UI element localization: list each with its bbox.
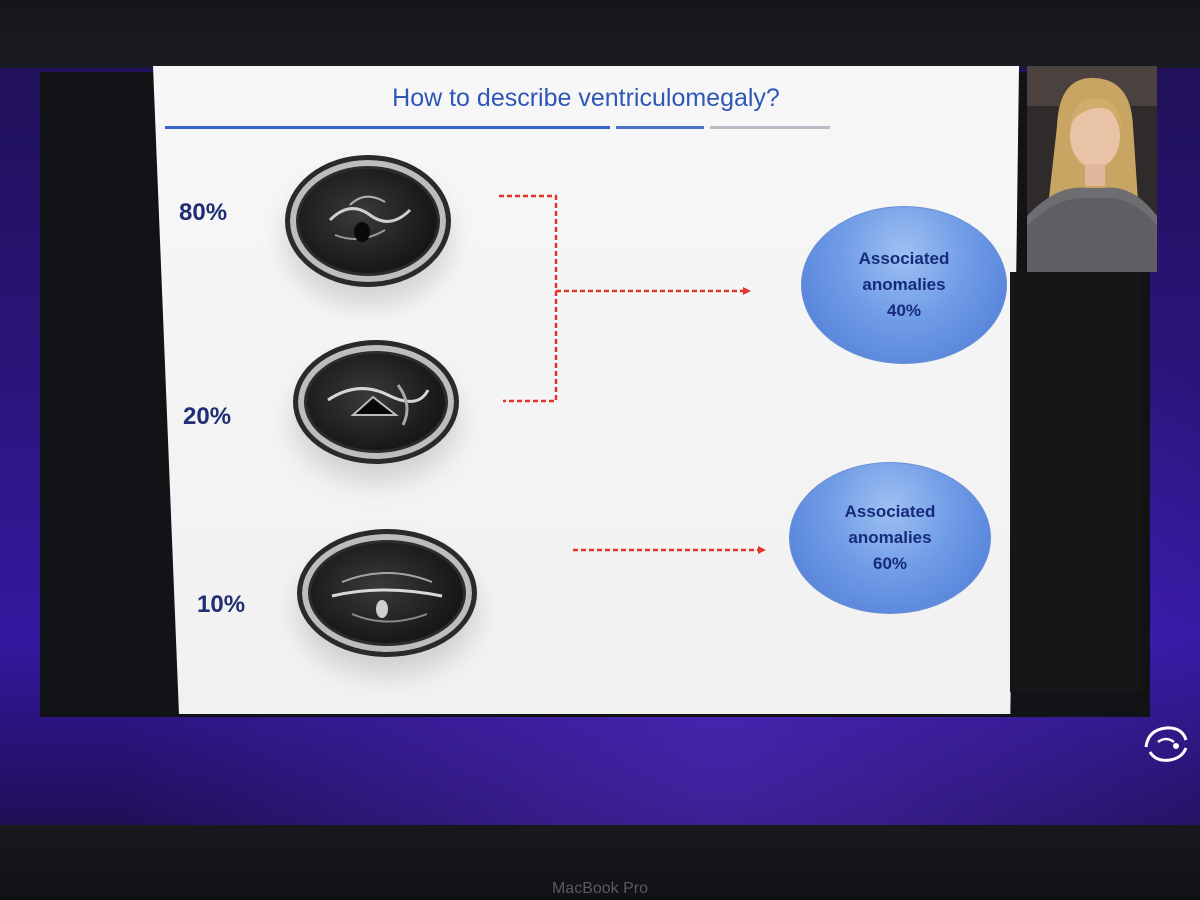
ultrasound-image-2 bbox=[293, 340, 459, 464]
bubble-60-line2: anomalies bbox=[848, 528, 932, 547]
bubble-40-line3: 40% bbox=[886, 301, 922, 320]
bubble-40-line2: anomalies bbox=[862, 275, 946, 294]
device-brand-label: MacBook Pro bbox=[551, 880, 649, 897]
anomalies-bubble-40: Associated anomalies 40% bbox=[801, 206, 1007, 364]
anomalies-bubble-60: Associated anomalies 60% bbox=[789, 462, 991, 614]
bubble-60-line1: Associated bbox=[844, 502, 936, 521]
laptop-bezel-top bbox=[0, 0, 1200, 70]
ultrasound-scan-icon bbox=[327, 384, 430, 426]
connector-arrows bbox=[499, 194, 766, 554]
percent-label-10: 10% bbox=[197, 591, 246, 618]
bracket-connector bbox=[499, 194, 558, 403]
title-underline-3 bbox=[710, 126, 830, 129]
title-underline-1 bbox=[165, 126, 610, 129]
title-underline-2 bbox=[616, 126, 704, 129]
presenter-webcam bbox=[1027, 66, 1157, 272]
ultrasound-scan-icon bbox=[328, 195, 412, 242]
presenter-video-icon bbox=[1027, 66, 1157, 272]
ultrasound-image-3 bbox=[297, 529, 477, 657]
percent-label-20: 20% bbox=[183, 403, 232, 430]
slide-title: How to describe ventriculomegaly? bbox=[392, 84, 780, 112]
ultrasound-image-1 bbox=[285, 155, 451, 287]
slide: How to describe ventriculomegaly? 80% 20… bbox=[153, 66, 1019, 714]
arrow-head-40-icon bbox=[743, 287, 751, 295]
bubble-40-line1: Associated bbox=[858, 249, 950, 268]
bubble-60-line3: 60% bbox=[872, 554, 908, 573]
ultrasound-scan-icon bbox=[331, 572, 443, 623]
laptop-bezel-bottom bbox=[0, 825, 1200, 900]
webcam-side-panel bbox=[1010, 272, 1142, 692]
conference-logo-icon bbox=[1136, 712, 1196, 772]
percent-label-80: 80% bbox=[179, 199, 228, 226]
arrow-head-60-icon bbox=[758, 546, 766, 554]
